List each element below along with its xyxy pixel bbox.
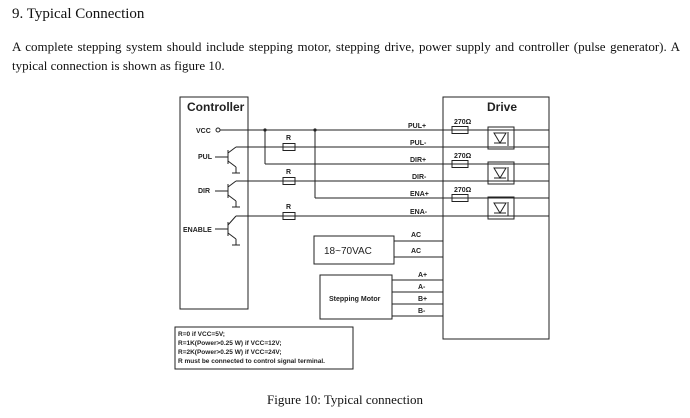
resistor-label: R (286, 169, 291, 176)
resistor-dir (282, 177, 296, 185)
note-line: R=1K(Power>0.25 W) if VCC=12V; (178, 340, 282, 347)
terminal-ac-1: AC (411, 232, 421, 239)
enable-label: ENABLE (183, 227, 212, 234)
resistor-ena (282, 212, 296, 220)
stepping-motor-label: Stepping Motor (329, 296, 381, 303)
note-line: R must be connected to control signal te… (178, 358, 325, 365)
drive-resistor (451, 194, 469, 202)
note-line: R=2K(Power>0.25 W) if VCC=24V; (178, 349, 282, 356)
optocoupler-pul: 270Ω (443, 119, 549, 150)
terminal-dir-minus: DIR- (412, 174, 427, 181)
resistor-value-label: 270Ω (454, 187, 472, 194)
terminal-a-minus: A- (418, 284, 426, 291)
note-line: R=0 if VCC=5V; (178, 331, 225, 338)
terminal-b-plus: B+ (418, 296, 427, 303)
terminal-pul-minus: PUL- (410, 140, 427, 147)
power-supply-label: 18~70VAC (324, 246, 372, 257)
terminal-dir-plus: DIR+ (410, 157, 426, 164)
resistor-label: R (286, 204, 291, 211)
drive-box (442, 96, 550, 340)
controller-title: Controller (187, 100, 245, 114)
terminal-ena-plus: ENA+ (410, 191, 429, 198)
terminal-a-plus: A+ (418, 272, 427, 279)
intro-paragraph: A complete stepping system should includ… (12, 39, 680, 73)
drive-resistor (451, 126, 469, 134)
optocoupler-dir: 270Ω (443, 153, 549, 185)
terminal-b-minus: B- (418, 308, 426, 315)
drive-terminals: PUL+ PUL- DIR+ DIR- ENA+ ENA- (408, 123, 429, 216)
resistor-value-label: 270Ω (454, 119, 472, 126)
figure-caption: Figure 10: Typical connection (267, 392, 423, 407)
drive-resistor (451, 160, 469, 168)
resistor-label: R (286, 135, 291, 142)
terminal-pul-plus: PUL+ (408, 123, 426, 130)
controller-box (179, 96, 249, 310)
terminal-ac-2: AC (411, 248, 421, 255)
stepping-motor-box (319, 274, 393, 320)
notes-box (174, 326, 354, 370)
vcc-label: VCC (196, 128, 211, 135)
section-heading: 9. Typical Connection (12, 6, 145, 22)
terminal-ena-minus: ENA- (410, 209, 428, 216)
optocoupler-ena: 270Ω (443, 187, 549, 220)
resistor-value-label: 270Ω (454, 153, 472, 160)
pul-label: PUL (198, 154, 213, 161)
dir-label: DIR (198, 188, 210, 195)
drive-title: Drive (487, 100, 517, 114)
power-supply-box (313, 235, 395, 265)
vcc-node (215, 127, 221, 133)
resistor-pul (282, 143, 296, 151)
